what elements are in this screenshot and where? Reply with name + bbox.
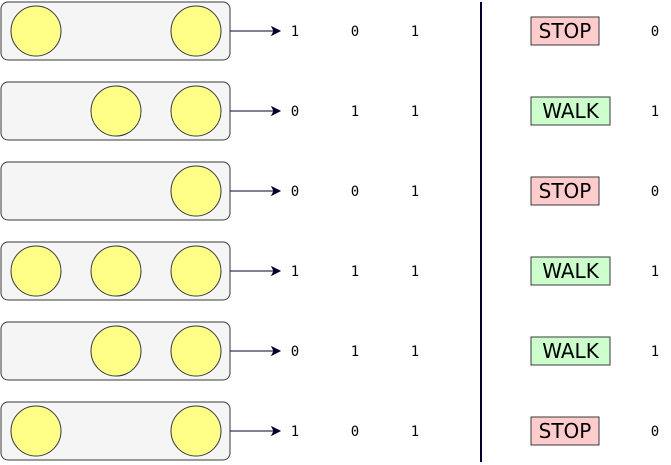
input-bit: 1 (411, 424, 419, 440)
lamp-on (170, 405, 222, 457)
arrow-head-icon (270, 265, 282, 277)
signal-row: 1 1 1 WALK 1 (0, 241, 659, 301)
arrow-head-icon (270, 185, 282, 197)
lamp-on (170, 165, 222, 217)
input-bit: 1 (411, 24, 419, 40)
status-label: WALK (542, 99, 600, 123)
status-label: STOP (539, 19, 592, 43)
input-bit: 1 (411, 104, 419, 120)
input-bit: 1 (411, 344, 419, 360)
status-label: WALK (542, 259, 600, 283)
input-bit: 0 (291, 184, 299, 200)
output-bit: 1 (651, 264, 659, 280)
status-box-stop (530, 16, 600, 46)
signal-row: 0 0 1 STOP 0 (0, 161, 659, 221)
status-label: STOP (539, 179, 592, 203)
status-label: STOP (539, 419, 592, 443)
input-bit: 1 (411, 264, 419, 280)
arrow-head-icon (270, 105, 282, 117)
input-bit: 0 (291, 104, 299, 120)
lamp-on (170, 5, 222, 57)
input-bit: 0 (291, 344, 299, 360)
input-bit: 1 (291, 24, 299, 40)
status-label: WALK (542, 339, 600, 363)
output-bit: 1 (651, 104, 659, 120)
input-bit: 0 (351, 424, 359, 440)
signal-row: 1 0 1 STOP 0 (0, 1, 659, 61)
lamp-on (90, 245, 142, 297)
input-bit: 1 (351, 104, 359, 120)
lamp-on (10, 5, 62, 57)
lamp-on (90, 325, 142, 377)
signal-row: 1 0 1 STOP 0 (0, 401, 659, 461)
arrow-head-icon (270, 25, 282, 37)
lamp-on (10, 245, 62, 297)
lamp-on (170, 325, 222, 377)
input-bit: 1 (291, 264, 299, 280)
signal-row: 0 1 1 WALK 1 (0, 321, 659, 381)
input-bit: 0 (351, 184, 359, 200)
input-bit: 1 (411, 184, 419, 200)
status-box-stop (530, 416, 600, 446)
status-box-walk (530, 336, 611, 366)
status-box-stop (530, 176, 600, 206)
output-bit: 1 (651, 344, 659, 360)
status-box-walk (530, 256, 611, 286)
lamp-on (170, 85, 222, 137)
output-bit: 0 (651, 424, 659, 440)
lamp-on (90, 85, 142, 137)
arrow-head-icon (270, 345, 282, 357)
signal-row: 0 1 1 WALK 1 (0, 81, 659, 141)
lamp-on (10, 405, 62, 457)
input-bit: 1 (351, 264, 359, 280)
input-bit: 0 (351, 24, 359, 40)
status-box-walk (530, 96, 611, 126)
input-bit: 1 (351, 344, 359, 360)
output-bit: 0 (651, 24, 659, 40)
input-bit: 1 (291, 424, 299, 440)
arrow-head-icon (270, 425, 282, 437)
output-bit: 0 (651, 184, 659, 200)
lamp-on (170, 245, 222, 297)
